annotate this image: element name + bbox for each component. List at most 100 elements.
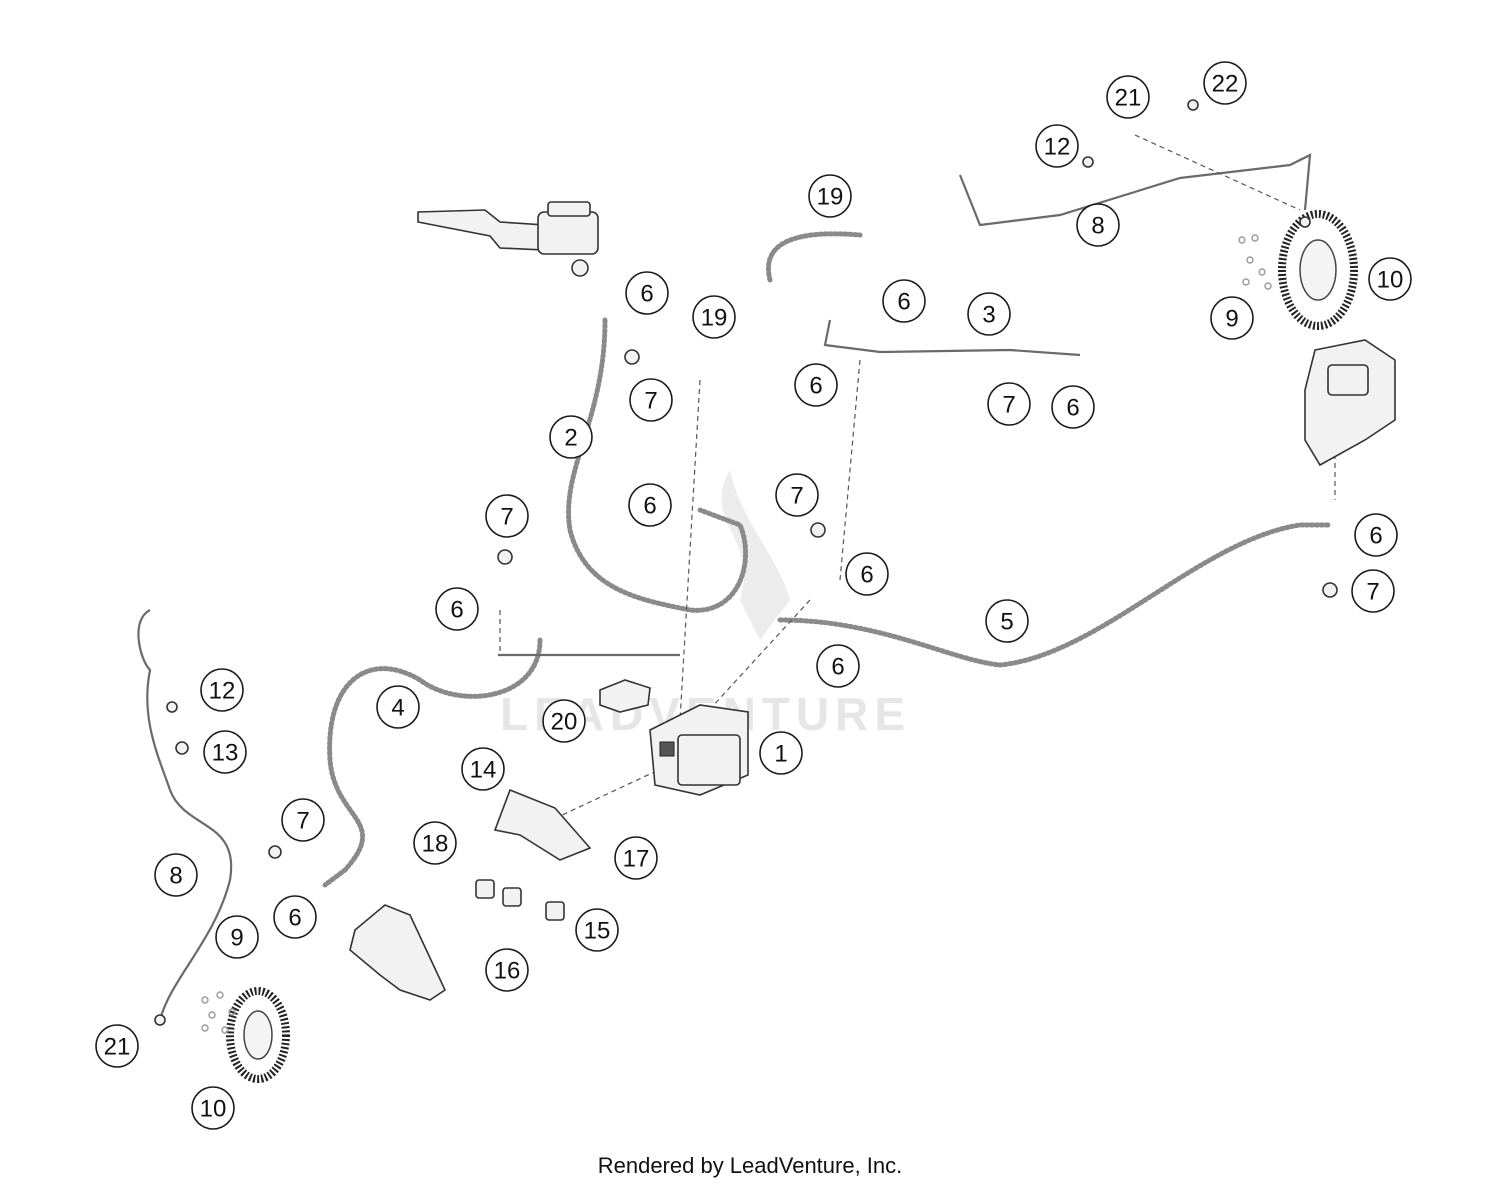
callout-16[interactable]: 16 [485,948,529,992]
callout-label: 21 [104,1034,131,1061]
callout-2[interactable]: 2 [549,415,593,459]
callout-circle [1210,296,1254,340]
callout-14[interactable]: 14 [461,747,505,791]
callout-3[interactable]: 3 [967,292,1011,336]
rear-disc-bolts [1238,234,1272,290]
callout-circle [1106,75,1150,119]
callout-circle [967,292,1011,336]
callout-label: 6 [1369,523,1382,550]
callout-circle [1368,257,1412,301]
callout-circle [1051,385,1095,429]
callout-7[interactable]: 7 [629,378,673,422]
callout-12[interactable]: 12 [200,668,244,712]
callout-7[interactable]: 7 [987,382,1031,426]
callout-15[interactable]: 15 [575,908,619,952]
callout-circle [692,295,736,339]
callout-label: 6 [288,905,301,932]
callout-label: 7 [644,388,657,415]
callout-label: 5 [1000,609,1013,636]
callout-circle [845,552,889,596]
callout-6[interactable]: 6 [628,483,672,527]
callout-21[interactable]: 21 [1106,75,1150,119]
callout-label: 22 [1212,71,1239,98]
callout-circle [625,271,669,315]
callout-6[interactable]: 6 [435,587,479,631]
callout-7[interactable]: 7 [281,798,325,842]
callout-circle [1354,513,1398,557]
front-master-cylinder [417,201,599,277]
render-credit: Rendered by LeadVenture, Inc. [597,1153,903,1178]
callout-20[interactable]: 20 [542,699,586,743]
callout-label: 17 [623,846,650,873]
callout-circle [629,378,673,422]
callout-19[interactable]: 19 [692,295,736,339]
callout-6[interactable]: 6 [273,895,317,939]
callout-circle [281,798,325,842]
callout-6[interactable]: 6 [845,552,889,596]
callout-label: 6 [643,493,656,520]
callout-label: 13 [212,740,239,767]
callout-6[interactable]: 6 [1354,513,1398,557]
callout-circle [614,836,658,880]
callout-label: 3 [982,302,995,329]
callout-circle [191,1086,235,1130]
callout-7[interactable]: 7 [775,473,819,517]
callout-6[interactable]: 6 [882,279,926,323]
callout-label: 12 [1044,134,1071,161]
callout-6[interactable]: 6 [816,644,860,688]
callout-label: 10 [1377,267,1404,294]
callout-label: 6 [860,562,873,589]
callout-label: 6 [640,281,653,308]
callout-label: 15 [584,918,611,945]
callout-13[interactable]: 13 [203,730,247,774]
callout-18[interactable]: 18 [413,821,457,865]
callout-label: 7 [1366,579,1379,606]
callout-label: 10 [200,1096,227,1123]
callout-8[interactable]: 8 [154,853,198,897]
callout-9[interactable]: 9 [1210,296,1254,340]
callout-1[interactable]: 1 [759,731,803,775]
callout-label: 8 [169,863,182,890]
callout-label: 19 [701,305,728,332]
callout-label: 6 [897,289,910,316]
callout-22[interactable]: 22 [1203,61,1247,105]
callout-4[interactable]: 4 [376,685,420,729]
callout-6[interactable]: 6 [625,271,669,315]
abs-hydraulic-unit [649,704,749,796]
callout-circle [203,730,247,774]
callout-circle [987,382,1031,426]
banjo-bolts-and-washers [154,99,1338,1026]
rear-brake-caliper [1304,339,1396,467]
callout-label: 16 [494,958,521,985]
callout-circle [808,174,852,218]
callout-6[interactable]: 6 [794,363,838,407]
callout-circle [816,644,860,688]
callout-circle [413,821,457,865]
callout-10[interactable]: 10 [191,1086,235,1130]
callout-circle [794,363,838,407]
callout-7[interactable]: 7 [485,494,529,538]
callout-10[interactable]: 10 [1368,257,1412,301]
callout-17[interactable]: 17 [614,836,658,880]
callout-12[interactable]: 12 [1035,124,1079,168]
callout-label: 20 [551,709,578,736]
front-disc-bolts [201,991,236,1034]
callout-8[interactable]: 8 [1076,203,1120,247]
callout-7[interactable]: 7 [1351,569,1395,613]
callout-21[interactable]: 21 [95,1024,139,1068]
callout-19[interactable]: 19 [808,174,852,218]
callout-label: 7 [500,504,513,531]
callout-circle [549,415,593,459]
rear-brake-disc [1278,210,1358,330]
callout-label: 6 [450,597,463,624]
callout-circle [95,1024,139,1068]
callout-label: 6 [831,654,844,681]
callout-6[interactable]: 6 [1051,385,1095,429]
callout-9[interactable]: 9 [215,915,259,959]
callout-label: 7 [790,483,803,510]
callout-circle [542,699,586,743]
callout-5[interactable]: 5 [985,599,1029,643]
front-brake-disc [226,987,290,1083]
brake-hoses [137,153,1333,1021]
